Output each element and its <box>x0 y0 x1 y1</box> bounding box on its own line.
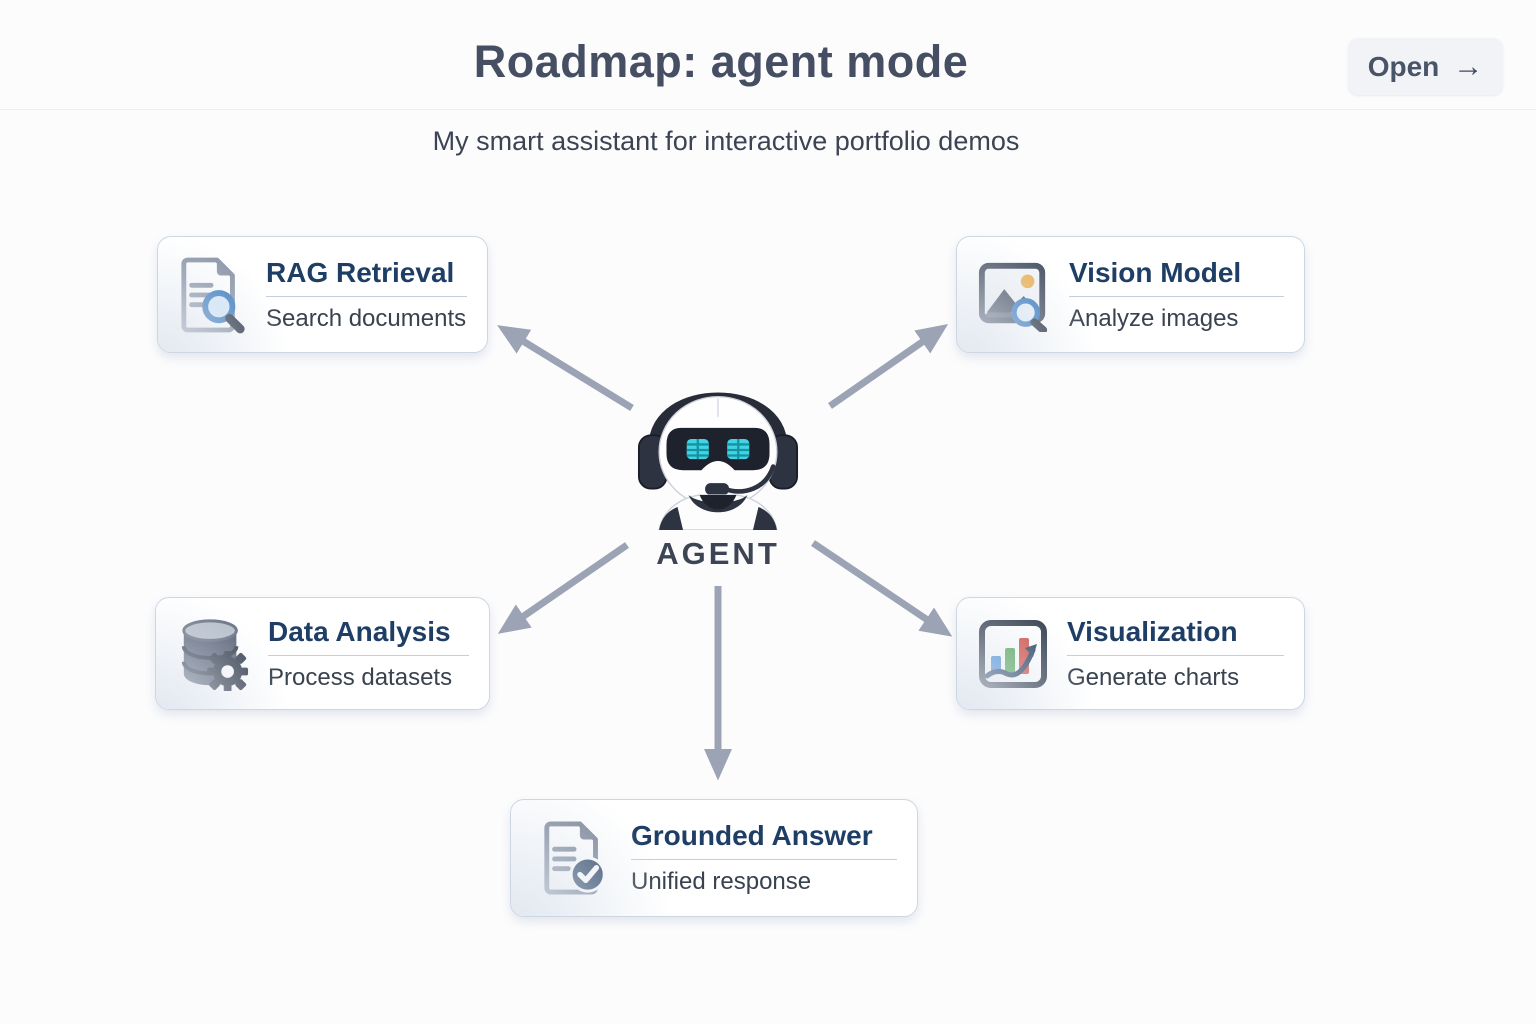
arrow-to-viz <box>811 540 953 637</box>
document-check-icon <box>539 818 613 898</box>
arrow-to-vision <box>828 324 949 409</box>
card-divider <box>266 295 467 297</box>
node-title: Vision Model <box>1069 256 1242 288</box>
chart-trend-icon <box>977 618 1049 690</box>
open-button[interactable]: Open → <box>1348 38 1503 95</box>
document-search-icon <box>178 256 248 334</box>
node-subtitle: Process datasets <box>268 663 453 691</box>
robot-agent-icon <box>626 358 810 531</box>
header-divider <box>0 109 1536 110</box>
database-gear-icon <box>176 617 250 691</box>
node-title: Visualization <box>1067 615 1238 647</box>
page-subtitle: My smart assistant for interactive portf… <box>432 126 1020 156</box>
node-card-vision-model: Vision Model Analyze images <box>956 236 1305 353</box>
node-title: RAG Retrieval <box>266 256 455 288</box>
open-button-label: Open <box>1367 50 1440 82</box>
arrow-to-data <box>497 542 629 634</box>
card-divider <box>631 859 897 860</box>
card-divider <box>268 654 469 656</box>
card-divider <box>1069 295 1284 297</box>
node-card-rag-retrieval: RAG Retrieval Search documents <box>157 236 488 353</box>
agent-label: AGENT <box>656 536 780 571</box>
node-title: Grounded Answer <box>631 820 873 851</box>
node-title: Data Analysis <box>268 615 451 647</box>
node-subtitle: Generate charts <box>1067 663 1240 691</box>
arrow-to-rag <box>497 325 634 411</box>
arrow-right-icon: → <box>1453 49 1484 83</box>
node-subtitle: Search documents <box>266 304 467 332</box>
node-subtitle: Unified response <box>631 868 812 895</box>
node-card-data-analysis: Data Analysis Process datasets <box>155 597 490 710</box>
image-search-icon <box>977 258 1051 332</box>
card-divider <box>1067 654 1284 656</box>
node-card-grounded-answer: Grounded Answer Unified response <box>510 799 918 917</box>
node-subtitle: Analyze images <box>1069 304 1239 332</box>
node-card-visualization: Visualization Generate charts <box>956 597 1305 710</box>
page-title: Roadmap: agent mode <box>473 36 969 87</box>
